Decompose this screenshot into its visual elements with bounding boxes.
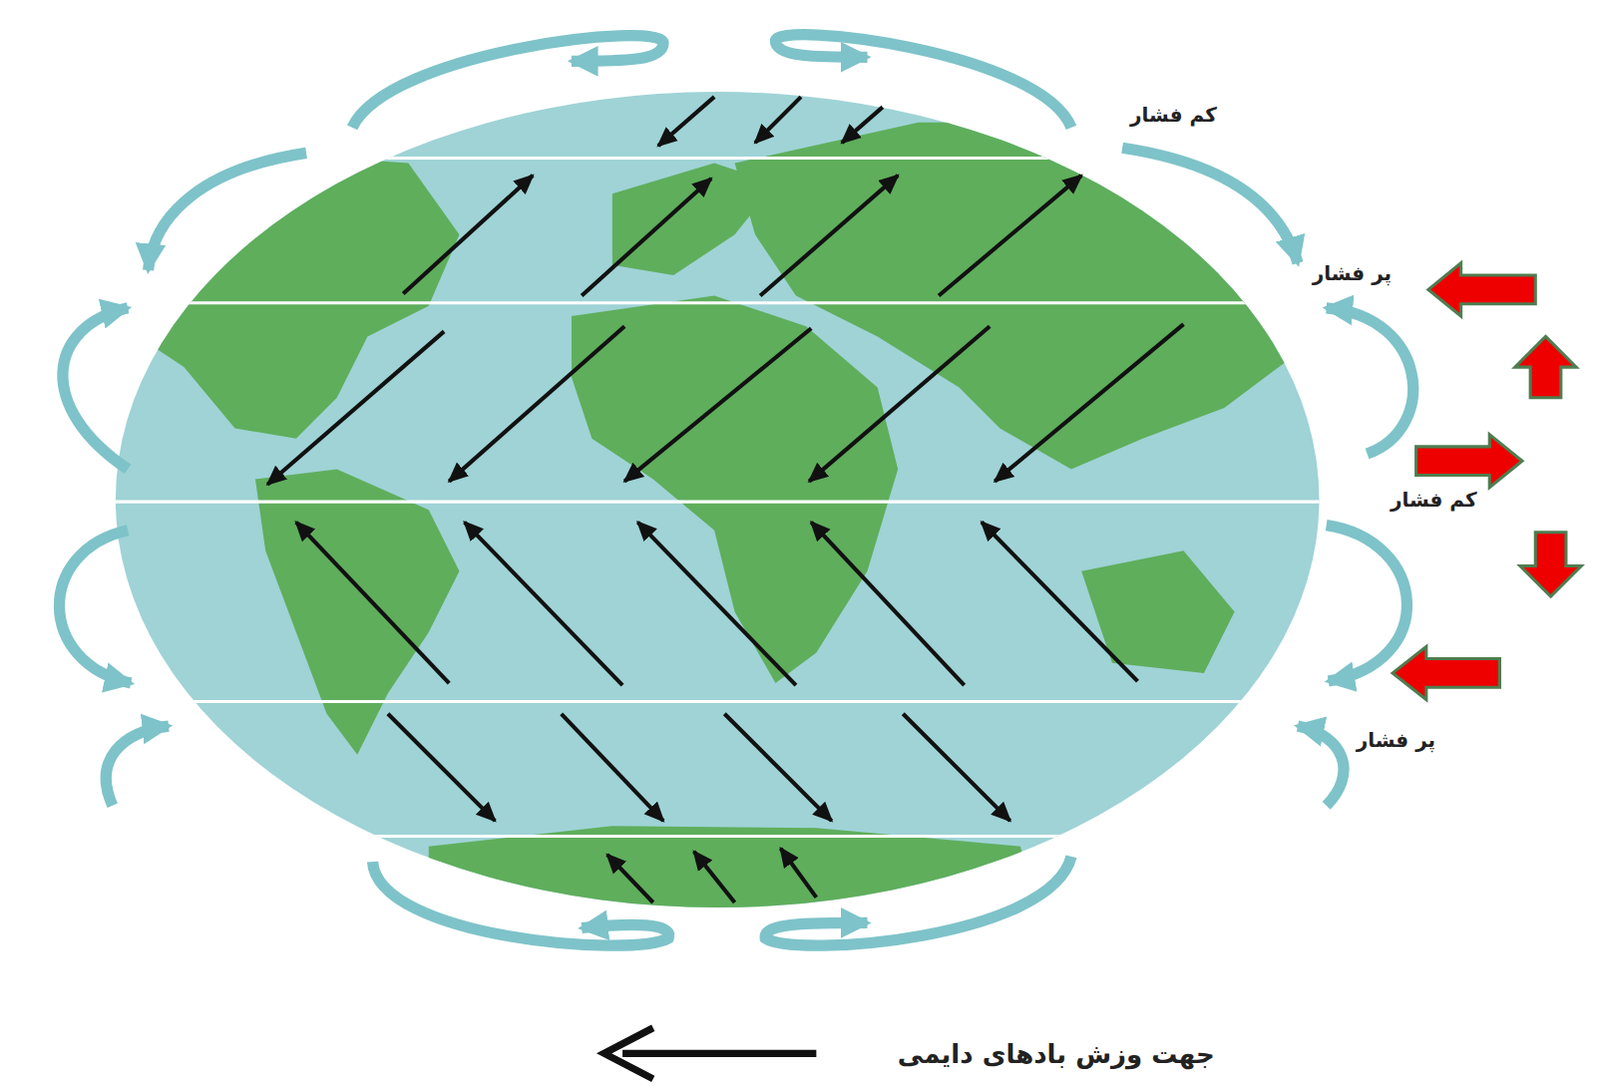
art-part: [981, 522, 1138, 683]
pressure-label: پر فشار: [1354, 728, 1438, 753]
art-part: [0, 301, 1600, 305]
art-part: [994, 324, 1184, 481]
art-part: [296, 522, 449, 685]
art-part: [755, 96, 801, 143]
continents: [112, 122, 1327, 919]
art-part: [581, 178, 712, 297]
art-part: [388, 714, 495, 821]
wind-arrows: [267, 96, 1184, 903]
art-part: [694, 851, 736, 903]
globe: [0, 91, 1600, 918]
art-part: [148, 152, 307, 271]
art-part: [0, 700, 1600, 704]
art-part: [0, 156, 1600, 160]
art-part: [0, 834, 1600, 838]
art-part: [765, 856, 1072, 946]
art-part: [571, 296, 898, 685]
art-part: [724, 714, 831, 821]
art-part: [0, 500, 1600, 504]
art-part: [841, 106, 883, 143]
art-part: [464, 522, 623, 687]
art-part: [658, 96, 715, 146]
art-part: [1520, 532, 1582, 597]
art-part: [808, 326, 990, 481]
art-part: [604, 1028, 654, 1080]
latitude-lines: [0, 157, 1600, 836]
art-part: [760, 175, 898, 297]
art-part: [637, 522, 796, 687]
circulation-cells: [58, 34, 1413, 946]
legend-text: جهت وزش بادهای دایمی: [895, 1039, 1217, 1070]
art-part: [775, 34, 1072, 128]
legend-arrow: [604, 1028, 817, 1080]
art-part: [1081, 550, 1234, 674]
art-part: [58, 530, 131, 684]
pressure-label: کم فشار: [1128, 102, 1219, 127]
art-part: [1416, 434, 1523, 488]
art-part: [781, 848, 817, 898]
art-part: [1392, 646, 1500, 700]
art-part: [607, 854, 654, 903]
art-part: [105, 726, 169, 806]
art-part: [62, 308, 128, 470]
art-part: [373, 861, 670, 946]
art-part: [448, 326, 625, 481]
pressure-label: پر فشار: [1310, 261, 1394, 286]
art-part: [428, 825, 1042, 918]
art-part: [735, 122, 1327, 470]
art-part: [402, 175, 533, 295]
art-part: [902, 714, 1010, 821]
art-part: [1326, 308, 1414, 454]
art-part: [624, 328, 811, 481]
art-part: [810, 522, 964, 687]
red-arrows: [1392, 263, 1582, 701]
art-part: [352, 35, 664, 128]
art-part: [938, 175, 1082, 297]
art-part: [1515, 336, 1577, 398]
art-part: [561, 714, 664, 821]
art-part: [1122, 147, 1298, 264]
art-part: [622, 1050, 816, 1058]
art-part: [255, 468, 460, 755]
pressure-label: کم فشار: [1388, 487, 1480, 512]
art-part: [1428, 263, 1536, 317]
art-part: [1297, 726, 1344, 806]
art-part: [1326, 525, 1408, 682]
art-part: [267, 331, 444, 484]
art-part: [112, 152, 460, 438]
